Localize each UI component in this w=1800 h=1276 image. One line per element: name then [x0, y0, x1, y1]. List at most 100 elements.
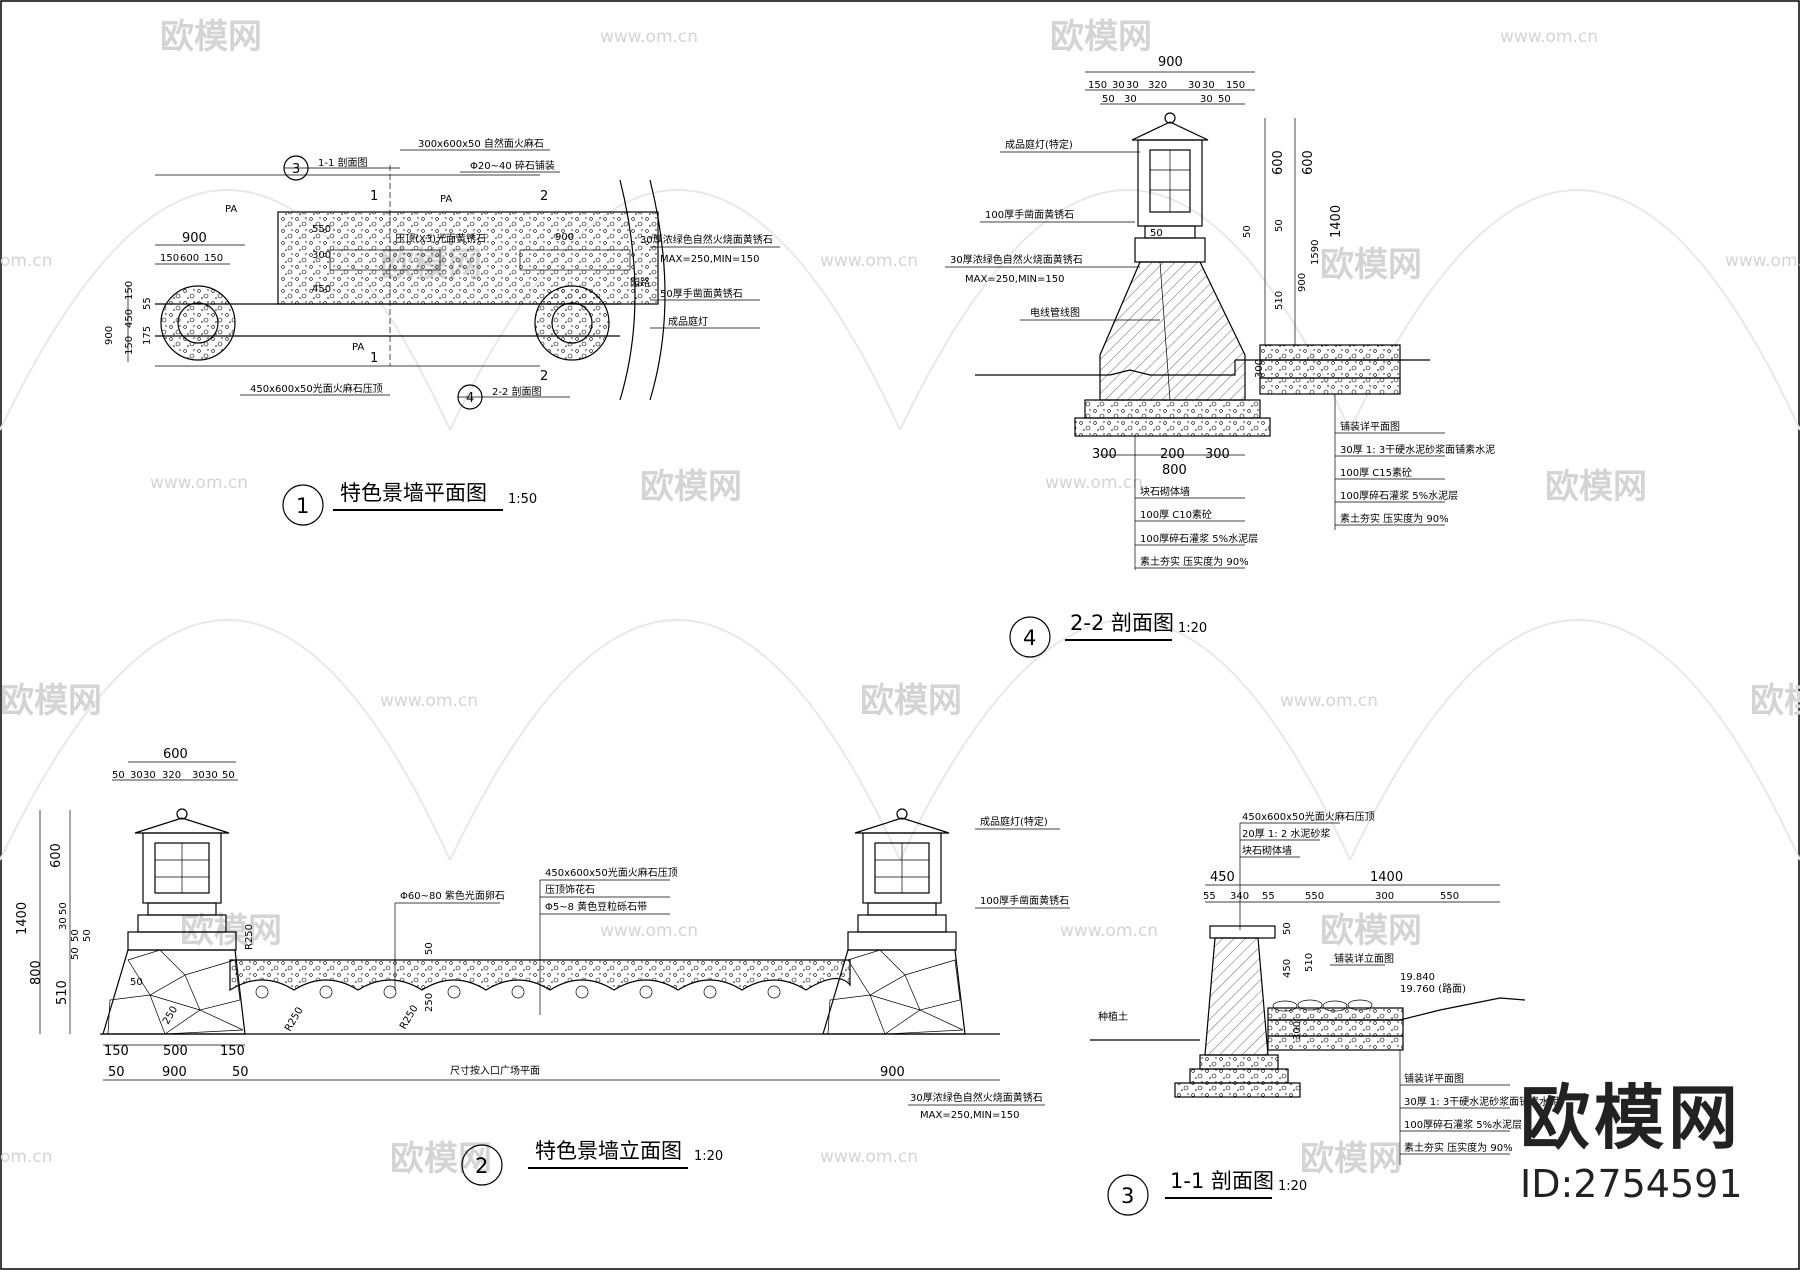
section-2-2: 900 150 30 30 320 30 30 150 50 30 30 50 … [945, 55, 1495, 658]
brand-id: ID:2754591 [1520, 1162, 1743, 1206]
section22-dim: 150 [1226, 80, 1245, 91]
svg-text:340: 340 [1230, 891, 1249, 902]
section22-label: 30厚浓绿色自然火烧面黄锈石 [950, 253, 1083, 266]
svg-text:100厚 C15素砼: 100厚 C15素砼 [1340, 466, 1412, 479]
section22-label: 电线管线图 [1030, 306, 1080, 319]
section22-pier [1099, 261, 1246, 401]
svg-text:100厚碎石灌浆 5%水泥层: 100厚碎石灌浆 5%水泥层 [1340, 489, 1458, 502]
watermark-url: www.om.cn [600, 921, 698, 941]
plan-dim: 175 [142, 326, 153, 345]
plan-note: 300x600x50 自然面火麻石 [418, 137, 544, 150]
plan-dim: 600 [180, 253, 199, 264]
svg-text:600: 600 [49, 843, 64, 868]
section22-dim: 300 [1092, 447, 1117, 462]
elevation-lamp-right [847, 808, 957, 951]
svg-text:300: 300 [1375, 891, 1394, 902]
watermark-url: om.cn [0, 1147, 53, 1167]
svg-text:50: 50 [232, 1065, 249, 1080]
section11-cobbles [1272, 999, 1373, 1012]
svg-text:50: 50 [70, 947, 81, 960]
section11-label: 铺装详立面图 [1334, 952, 1394, 965]
plan-road-edge [619, 179, 636, 401]
svg-text:500: 500 [163, 1044, 188, 1059]
elevation-note: Φ5~8 黄色豆粒砾石带 [545, 900, 647, 913]
plan-note: 50厚手凿面黄锈石 [660, 287, 743, 300]
plan-dim: 900 [555, 232, 574, 243]
plan-dim: 900 [104, 326, 115, 345]
svg-text:900: 900 [162, 1065, 187, 1080]
section22-dim: 50 [1150, 228, 1163, 239]
svg-text:30厚 1: 3干硬水泥砂浆面铺素水泥: 30厚 1: 3干硬水泥砂浆面铺素水泥 [1340, 443, 1495, 456]
plan-note: 园路 [630, 276, 650, 289]
svg-text:510: 510 [55, 980, 70, 1005]
section11-label: 块石砌体墙 [1242, 844, 1292, 857]
svg-text:550: 550 [1305, 891, 1324, 902]
watermark-brand: 欧模网 [1750, 681, 1800, 721]
section22-dim: 30 [1200, 94, 1213, 105]
svg-text:30: 30 [130, 770, 143, 781]
svg-text:900: 900 [880, 1065, 905, 1080]
plan-dim: 450 [312, 284, 331, 295]
watermark-brand: 欧模网 [1320, 911, 1422, 951]
plan-dim: 900 [182, 231, 207, 246]
section22-dim: 50 [1274, 219, 1285, 232]
plan-dim: 150 [160, 253, 179, 264]
section22-dim: 510 [1274, 291, 1285, 310]
watermark-url: www.om.cn [820, 251, 918, 271]
watermark-url: www.om.cn [1060, 921, 1158, 941]
section22-concrete [1084, 399, 1261, 419]
section11-footing [1199, 1054, 1279, 1070]
plan-dim: 150 [124, 281, 135, 300]
elevation-number: 2 [475, 1154, 488, 1178]
plan-pa: PA [225, 204, 237, 215]
brand-mark: 欧模网 ID:2754591 [1520, 1080, 1743, 1206]
plan-lamp-right [534, 285, 610, 361]
section22-dim: 900 [1158, 55, 1183, 70]
elevation-lamp-left [127, 808, 237, 951]
svg-text:50: 50 [222, 770, 235, 781]
section22-dim: 50 [1218, 94, 1231, 105]
section22-title-circle [1009, 616, 1051, 658]
plan-view: PA PA PA 1 1 2 2 3 1-1 剖面图 4 2-2 剖面图 300… [104, 137, 780, 526]
plan-note: 成品庭灯 [668, 315, 708, 328]
plan-title-circle [282, 484, 324, 526]
watermarks: 欧模网 www.om.cn 欧模网 www.om.cn om.cn 欧模网 ww… [0, 17, 1800, 1179]
section22-dim: 30 [1112, 80, 1125, 91]
watermark-url: om.cn [0, 251, 53, 271]
svg-text:100厚碎石灌浆 5%水泥层: 100厚碎石灌浆 5%水泥层 [1404, 1118, 1522, 1131]
plan-section-mark: 2 [540, 189, 548, 204]
section22-layers-bottom: 块石砌体墙 100厚 C10素砼 100厚碎石灌浆 5%水泥层 素土夯实 压实度… [1134, 436, 1258, 570]
plan-dim: 55 [142, 297, 153, 310]
watermark-url: www.om.cn [150, 473, 248, 493]
plan-dim: 150 [124, 336, 135, 355]
section22-lamp-base [1134, 237, 1206, 263]
section22-label: 100厚手凿面黄锈石 [985, 208, 1074, 221]
plan-lamp-left [160, 285, 236, 361]
watermark-brand: 欧模网 [1050, 17, 1152, 57]
elevation-title-circle [461, 1144, 503, 1186]
section11-label: 20厚 1: 2 水泥砂浆 [1242, 827, 1330, 840]
watermark-brand: 欧模网 [1545, 467, 1647, 507]
elevation-title: 特色景墙立面图 [535, 1139, 682, 1163]
section11-elev: 19.760 (路面) [1400, 982, 1466, 995]
section22-dim: 300 [1254, 359, 1265, 378]
elevation-dim: 150 [104, 1044, 129, 1059]
section22-dim: 1400 [1329, 205, 1344, 238]
section22-dim: 30 [1202, 80, 1215, 91]
svg-text:块石砌体墙: 块石砌体墙 [1140, 485, 1190, 498]
svg-text:30: 30 [192, 770, 205, 781]
section22-title: 2-2 剖面图 [1070, 611, 1174, 635]
svg-text:铺装详平面图: 铺装详平面图 [1404, 1072, 1464, 1085]
elevation-note: 成品庭灯(特定) [980, 815, 1048, 828]
watermark-url: www.om.cn [1280, 691, 1378, 711]
section11-scale: 1:20 [1278, 1179, 1307, 1194]
plan-title: 特色景墙平面图 [340, 481, 487, 505]
section22-dim: 320 [1148, 80, 1167, 91]
svg-text:50: 50 [70, 929, 81, 942]
svg-text:100厚碎石灌浆 5%水泥层: 100厚碎石灌浆 5%水泥层 [1140, 532, 1258, 545]
elevation-dim: 1400 [15, 902, 30, 935]
brand-name: 欧模网 [1520, 1077, 1742, 1159]
watermark-brand: 欧模网 [860, 681, 962, 721]
